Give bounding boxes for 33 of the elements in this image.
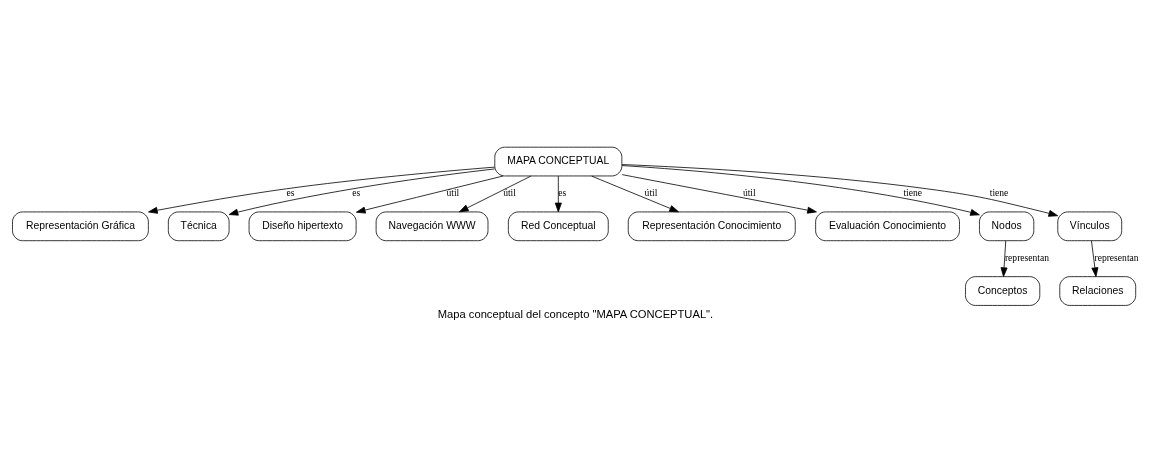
node-box: MAPA CONCEPTUAL bbox=[494, 146, 623, 176]
node-box: Conceptos bbox=[965, 275, 1041, 306]
arrow bbox=[621, 164, 980, 216]
edge-label: útil bbox=[742, 186, 756, 198]
node-box: Evaluación Conocimiento bbox=[815, 211, 960, 241]
caption: Mapa conceptual del concepto "MAPA CONCEPTUAL". bbox=[437, 307, 714, 320]
edge-label: útil bbox=[644, 186, 658, 198]
node-box: Diseño hipertexto bbox=[248, 211, 357, 241]
edge-label: tiene bbox=[989, 186, 1009, 198]
edge-label: representan bbox=[1004, 251, 1050, 263]
edge-label: útil bbox=[446, 186, 460, 198]
edge-label: representan bbox=[1094, 251, 1139, 263]
arrow bbox=[621, 163, 1059, 217]
arrow bbox=[1000, 239, 1008, 277]
edge-label: tiene bbox=[903, 186, 923, 198]
arrow bbox=[228, 168, 495, 216]
edge-label: es bbox=[352, 186, 361, 198]
node-box: Navegación WWW bbox=[375, 211, 489, 241]
node-box: Vínculos bbox=[1057, 211, 1123, 241]
arrow bbox=[591, 175, 679, 212]
edge-label: útil bbox=[503, 186, 516, 198]
node-box: Técnica bbox=[167, 211, 230, 241]
node-box: Representación Conocimiento bbox=[627, 211, 796, 241]
arrow bbox=[621, 173, 817, 214]
arrow bbox=[459, 175, 532, 212]
edge-label: es bbox=[286, 186, 295, 198]
arrow bbox=[355, 175, 504, 213]
node-box: Representación Gráfica bbox=[12, 211, 149, 241]
node-box: Red Conceptual bbox=[507, 211, 609, 241]
node-box: Relaciones bbox=[1059, 275, 1137, 306]
node-box: Nodos bbox=[979, 211, 1035, 241]
arrow bbox=[148, 166, 496, 214]
arrow bbox=[1091, 239, 1099, 277]
